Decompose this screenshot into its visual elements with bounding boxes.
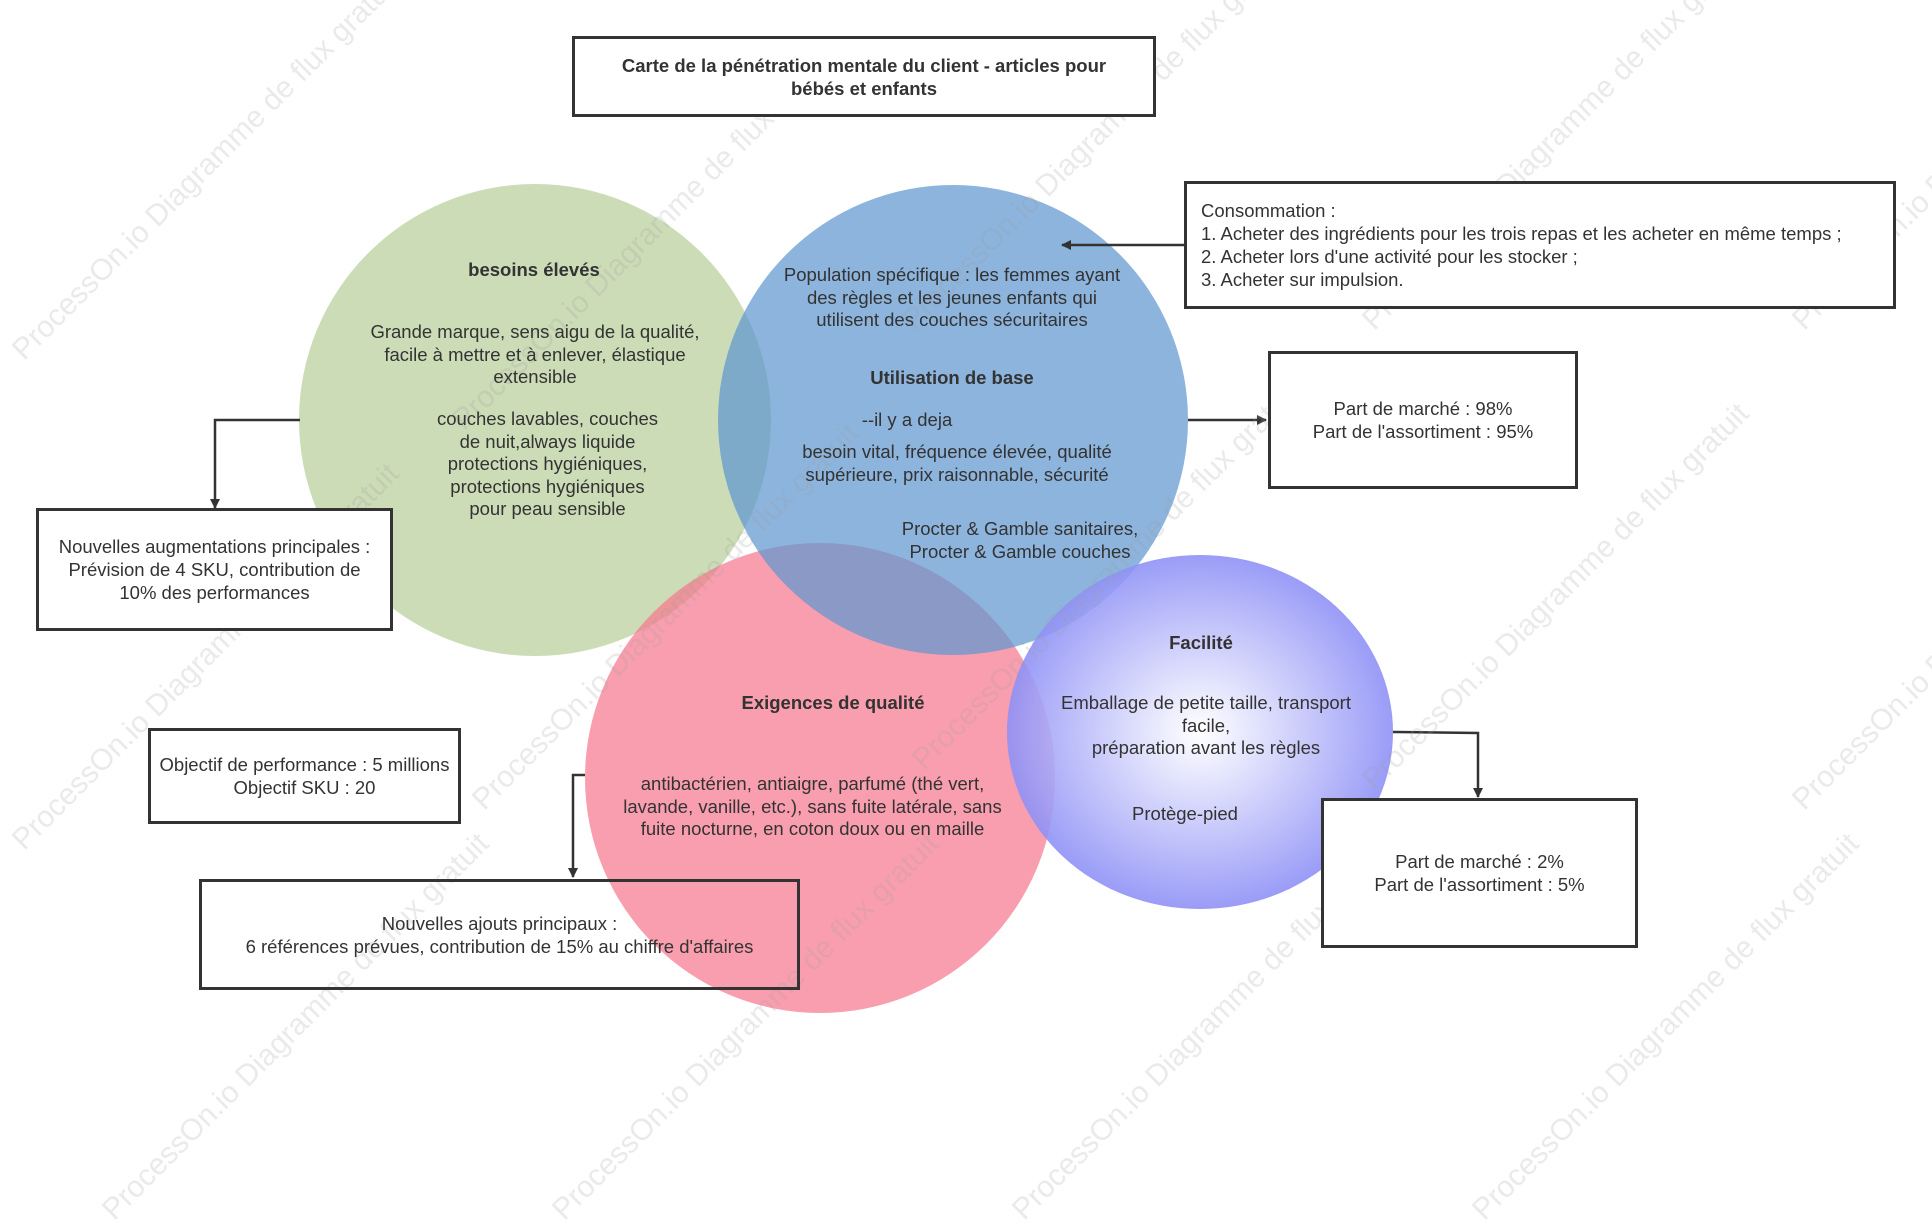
purple-circle-text: Emballage de petite taille, transport fa… — [1060, 692, 1351, 758]
new-additions-red-line-1: Nouvelles ajouts principaux : — [381, 912, 618, 934]
diagram-title: Carte de la pénétration mentale du clien… — [572, 36, 1156, 117]
consumption-line-3: 2. Acheter lors d'une activité pour les … — [1201, 246, 1578, 267]
consumption-line-1: Consommation : — [1201, 200, 1336, 221]
purple-circle-text-2: Protège-pied — [1132, 803, 1238, 824]
green-circle-text-2: couches lavables, couches de nuit,always… — [436, 408, 659, 519]
blue-circle-il-y-a: --il y a deja — [861, 409, 953, 430]
market-share-blue-line-2: Part de l'assortiment : 95% — [1312, 421, 1534, 442]
blue-circle-heading: Utilisation de base — [870, 367, 1034, 388]
red-circle[interactable] — [585, 543, 1055, 1013]
market-share-purple-box: Part de marché : 2% Part de l'assortimen… — [1321, 798, 1638, 948]
blue-circle[interactable] — [718, 185, 1188, 655]
red-circle-text: antibactérien, antiaigre, parfumé (thé v… — [623, 773, 1002, 839]
consumption-box: Consommation : 1. Acheter des ingrédient… — [1184, 181, 1896, 309]
objective-line-2: Objectif SKU : 20 — [233, 777, 376, 798]
green-circle[interactable] — [299, 184, 771, 656]
connector-green-to-new — [210, 418, 300, 509]
new-additions-green-line-1: Nouvelles augmentations principales : — [58, 536, 371, 557]
new-additions-green-line-2: Prévision de 4 SKU, contribution de — [68, 559, 361, 580]
connector-purple-to-market — [1392, 730, 1483, 798]
consumption-line-2: 1. Acheter des ingrédients pour les troi… — [1201, 223, 1842, 244]
red-circle-heading: Exigences de qualité — [741, 692, 925, 713]
consumption-line-4: 3. Acheter sur impulsion. — [1201, 269, 1404, 290]
market-share-purple-line-1: Part de marché : 2% — [1395, 851, 1564, 872]
blue-circle-needs: besoin vital, fréquence élevée, qualité … — [802, 441, 1112, 485]
blue-circle-brands: Procter & Gamble sanitaires, Procter & G… — [901, 518, 1139, 562]
blue-circle-population: Population spécifique : les femmes ayant… — [783, 264, 1121, 330]
market-share-purple-line-2: Part de l'assortiment : 5% — [1374, 874, 1585, 895]
market-share-blue-box: Part de marché : 98% Part de l'assortime… — [1268, 351, 1578, 489]
venn-diagram-graphics — [210, 184, 1483, 1013]
new-additions-red-line-2: 6 références prévues, contribution de 15… — [245, 935, 754, 957]
objective-box: Objectif de performance : 5 millions Obj… — [148, 728, 461, 824]
market-share-blue-line-1: Part de marché : 98% — [1333, 398, 1513, 419]
purple-circle[interactable] — [1007, 555, 1393, 909]
new-additions-green-box: Nouvelles augmentations principales : Pr… — [36, 508, 393, 631]
new-additions-red-box: Nouvelles ajouts principaux : 6 référenc… — [199, 879, 800, 990]
purple-circle-heading: Facilité — [1169, 632, 1233, 653]
new-additions-green-line-3: 10% des performances — [119, 582, 310, 603]
green-circle-text-1: Grande marque, sens aigu de la qualité, … — [370, 321, 700, 387]
objective-line-1: Objectif de performance : 5 millions — [159, 754, 450, 775]
title-line-2: bébés et enfants — [791, 77, 937, 99]
green-circle-heading: besoins élevés — [468, 259, 600, 280]
title-line-1: Carte de la pénétration mentale du clien… — [621, 54, 1107, 76]
connector-red-to-new — [568, 773, 585, 878]
